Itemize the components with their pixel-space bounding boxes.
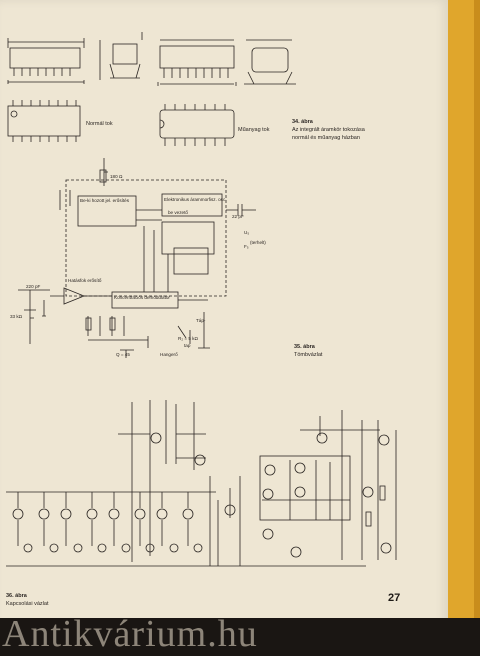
dip-top-view-plastic (159, 104, 235, 146)
f5-label: F₅ (244, 244, 249, 249)
fig35-caption-text: Tömbvázlat (294, 352, 323, 358)
q-factor-label: Q = 45 (116, 352, 130, 357)
dip-side-view-normal (7, 38, 85, 84)
fig36-caption: 36. ábra Kapcsolási vázlat (6, 592, 49, 608)
circuit-schematic (6, 400, 397, 567)
bottom-background (0, 618, 480, 640)
volume-label: Hangerő (160, 352, 178, 357)
resistor-180-label: 180 Ω (110, 174, 123, 179)
page-number: 27 (388, 592, 401, 604)
package-label-plastic: Műanyag tok (238, 127, 270, 133)
fig35-caption: 35. ábra Tömbvázlat (294, 343, 322, 359)
fig35-number: 35. ábra (294, 344, 315, 350)
watermark-text: Antikvárium.hu (2, 613, 258, 655)
capacitor-220pf-label: 220 pF (26, 284, 40, 289)
load-label: (terhelt) (250, 240, 266, 245)
r2-label: R₂ = 5 kΩ (178, 336, 198, 341)
u5-label: U₅ (244, 230, 249, 235)
block-label-driver: be vezető (168, 210, 188, 215)
fig34-caption-line1: Az integrált áramkör tokozása (292, 127, 365, 133)
block-diagram (18, 158, 256, 358)
fig36-caption-text: Kapcsolási vázlat (6, 601, 49, 607)
transistor-array (12, 492, 203, 553)
page-edge-shadow (474, 0, 480, 618)
fig34-caption-line2: normál és műanyag házban (292, 135, 360, 141)
resistor-33k-label: 33 kΩ (10, 314, 23, 319)
r2-tap-label: tap (184, 343, 191, 348)
fig34-number: 34. ábra (292, 119, 313, 125)
capacitor-22pf-label: 22 pF (232, 214, 244, 219)
block-label-demodulator: Koncentrációs demodulátor (114, 295, 170, 300)
dip-side-view-plastic (157, 39, 237, 86)
block-label-amplifier: Hatásfok erősítő (68, 278, 102, 283)
page-edge-tab (448, 0, 474, 618)
package-label-normal: Normál tok (86, 121, 113, 127)
dip-top-view-normal (7, 100, 81, 142)
fig34-caption: 34. ábra Az integrált áramkör tokozása n… (292, 118, 365, 142)
schematic-artwork: Normál tok Műanyag tok Be-ki hozott jel.… (6, 32, 397, 567)
dip-end-view-normal (99, 32, 143, 80)
supply-label: Táp- (196, 318, 206, 323)
block-label-electronic: Elektronikus árammorfisz. osc. (164, 197, 227, 202)
dip-end-view-plastic (244, 39, 296, 85)
fig36-number: 36. ábra (6, 593, 27, 599)
block-label-limiter: Be-ki hozott jel. erősítés (80, 198, 130, 203)
